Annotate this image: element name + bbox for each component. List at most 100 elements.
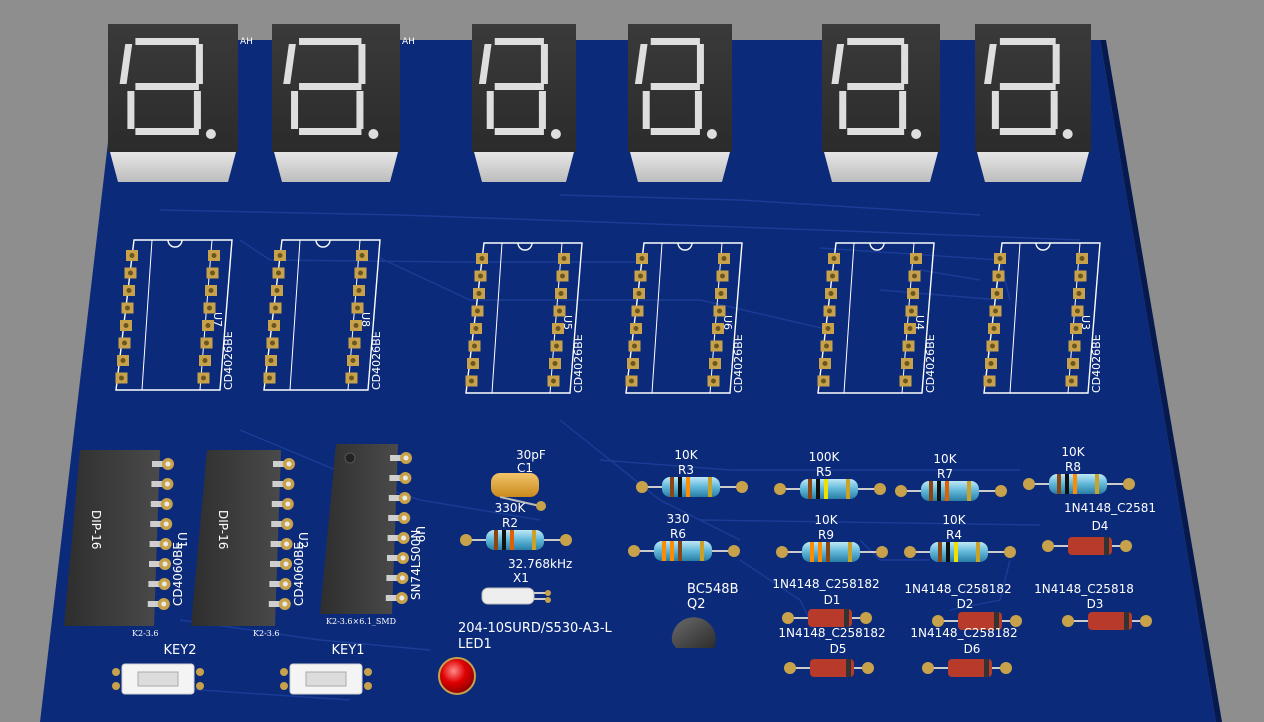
chip-ref: U2 <box>296 532 310 548</box>
ic-pad-hole <box>638 273 643 279</box>
resistor-pad <box>636 481 648 493</box>
led1-ref: LED1 <box>458 637 492 652</box>
diode-ref: D5 <box>830 642 847 656</box>
ic-notch <box>517 242 533 251</box>
chip-pin <box>149 561 161 567</box>
chip-footprint: K2-3.6 <box>132 629 159 638</box>
chip-footprint: K2-3.6 <box>253 629 280 638</box>
resistor-pad <box>874 483 886 495</box>
resistor-ref: R5 <box>816 465 832 479</box>
ic-pad-hole <box>639 256 645 261</box>
diode-pad <box>1000 662 1012 674</box>
resistor-band <box>494 530 498 550</box>
diode-body <box>1068 537 1112 555</box>
chip-pin <box>271 501 284 507</box>
chip-pad-hole <box>402 475 408 481</box>
ic-pad-hole <box>993 308 998 314</box>
segment <box>494 83 544 90</box>
resistor-value: 10K <box>1061 445 1085 459</box>
chip-pin <box>388 495 401 501</box>
segment <box>1050 91 1058 129</box>
resistor-pad <box>1023 478 1035 490</box>
decimal-point <box>911 129 922 139</box>
chip-pad-hole <box>399 595 405 601</box>
chip-pin <box>150 501 163 507</box>
ic-pad-hole <box>551 378 556 384</box>
segment <box>135 128 199 135</box>
resistor-band <box>929 481 933 501</box>
ic-pad-hole <box>207 305 212 311</box>
segment <box>540 44 548 84</box>
segment <box>494 128 544 135</box>
diode-pad <box>862 662 874 674</box>
pin1-mark <box>344 452 356 464</box>
chip-pad-hole <box>285 501 291 507</box>
segment <box>999 83 1056 90</box>
diode-value: 1N4148_C2581 <box>1064 501 1156 515</box>
display-1: AH <box>108 24 253 182</box>
chip-pad-hole <box>285 481 291 487</box>
chip-value: CD4060BE <box>292 542 306 606</box>
q2-ref: Q2 <box>687 597 706 612</box>
diode-pad <box>1140 615 1152 627</box>
resistor-band <box>678 477 682 497</box>
resistor-band <box>824 479 828 499</box>
segment <box>847 38 905 45</box>
ic-pad-hole <box>558 291 564 296</box>
chip-pin <box>147 601 160 607</box>
ic-pad-hole <box>552 361 558 366</box>
chip-pad-hole <box>400 555 406 561</box>
ic-pad-hole <box>822 361 828 366</box>
ic-pad-hole <box>632 343 637 349</box>
ic-pad-hole <box>119 375 124 381</box>
chip-pin <box>149 541 162 547</box>
resistor-value: 10K <box>674 448 698 462</box>
ic-ref: U4 <box>913 315 926 330</box>
resistor-band <box>662 541 666 561</box>
ic-notch <box>869 242 885 251</box>
ic-pad-hole <box>270 340 275 346</box>
chip-pad-hole <box>161 581 167 587</box>
resistor-body <box>921 481 979 501</box>
resistor-band <box>670 541 674 561</box>
chip-pad-hole <box>282 601 288 607</box>
resistor-pad <box>1123 478 1135 490</box>
chip-pin <box>269 581 282 587</box>
ic-pad-hole <box>277 253 283 258</box>
chip-pad-hole <box>165 461 171 467</box>
resistor-body <box>486 530 544 550</box>
ic-pad-hole <box>359 253 365 258</box>
chip-pin <box>151 481 164 487</box>
segment <box>494 38 544 45</box>
ic-pad-hole <box>268 358 274 363</box>
segment <box>839 91 847 129</box>
diodes: 1N4148_C2581D41N4148_C258182D11N4148_C25… <box>772 501 1156 677</box>
resistor-band <box>810 542 814 562</box>
resistor-band <box>708 477 712 497</box>
ic-pad-hole <box>1070 361 1076 366</box>
transistor-q2: BC548B Q2 <box>671 582 739 648</box>
resistor-ref: R6 <box>670 527 686 541</box>
chip-pad-hole <box>164 481 170 487</box>
key-pad <box>280 682 288 690</box>
resistor-body <box>930 542 988 562</box>
ic-ref: U5 <box>561 315 574 330</box>
display-body <box>474 152 574 182</box>
diode-ref: D4 <box>1092 519 1109 533</box>
segment <box>999 38 1056 45</box>
ic-pad-hole <box>120 358 126 363</box>
diode-value: 1N4148_C258182 <box>778 626 885 640</box>
ic-pad-hole <box>711 378 716 384</box>
resistor-band <box>686 477 690 497</box>
chip-marking: DIP-16 <box>89 510 103 549</box>
ic-pad-hole <box>718 291 724 296</box>
ic-pad-hole <box>123 323 129 328</box>
resistor-band <box>938 542 942 562</box>
ic-pad-hole <box>824 343 829 349</box>
ic-pad-hole <box>555 326 561 331</box>
ic-pad-hole <box>912 273 917 279</box>
